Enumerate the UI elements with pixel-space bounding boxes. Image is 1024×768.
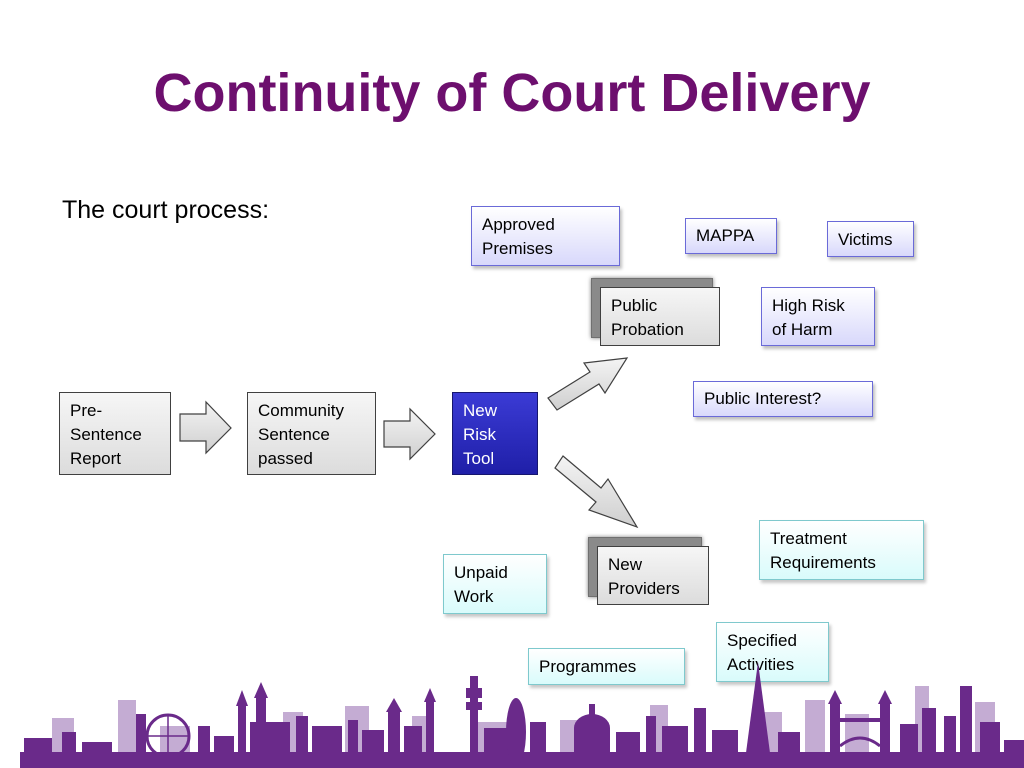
subtitle: The court process: — [62, 196, 270, 224]
community-sentence-box: Community Sentence passed — [247, 392, 376, 475]
victims-box: Victims — [827, 221, 914, 257]
new-risk-tool-box: New Risk Tool — [452, 392, 538, 475]
public-probation-box: Public Probation — [600, 287, 720, 346]
treatment-requirements-box: Treatment Requirements — [759, 520, 924, 580]
specified-activities-box: Specified Activities — [716, 622, 829, 682]
arrow-down-right — [554, 455, 639, 529]
slide-title: Continuity of Court Delivery — [153, 63, 871, 123]
pre-sentence-report-box: Pre- Sentence Report — [59, 392, 171, 475]
high-risk-of-harm-box: High Risk of Harm — [761, 287, 875, 346]
arrow-right-1 — [179, 400, 232, 455]
unpaid-work-box: Unpaid Work — [443, 554, 547, 614]
public-interest-box: Public Interest? — [693, 381, 873, 417]
approved-premises-box: Approved Premises — [471, 206, 620, 266]
new-providers-box: New Providers — [597, 546, 709, 605]
arrow-right-2 — [383, 407, 436, 461]
programmes-box: Programmes — [528, 648, 685, 685]
mappa-box: MAPPA — [685, 218, 777, 254]
arrow-up-right — [547, 357, 629, 411]
